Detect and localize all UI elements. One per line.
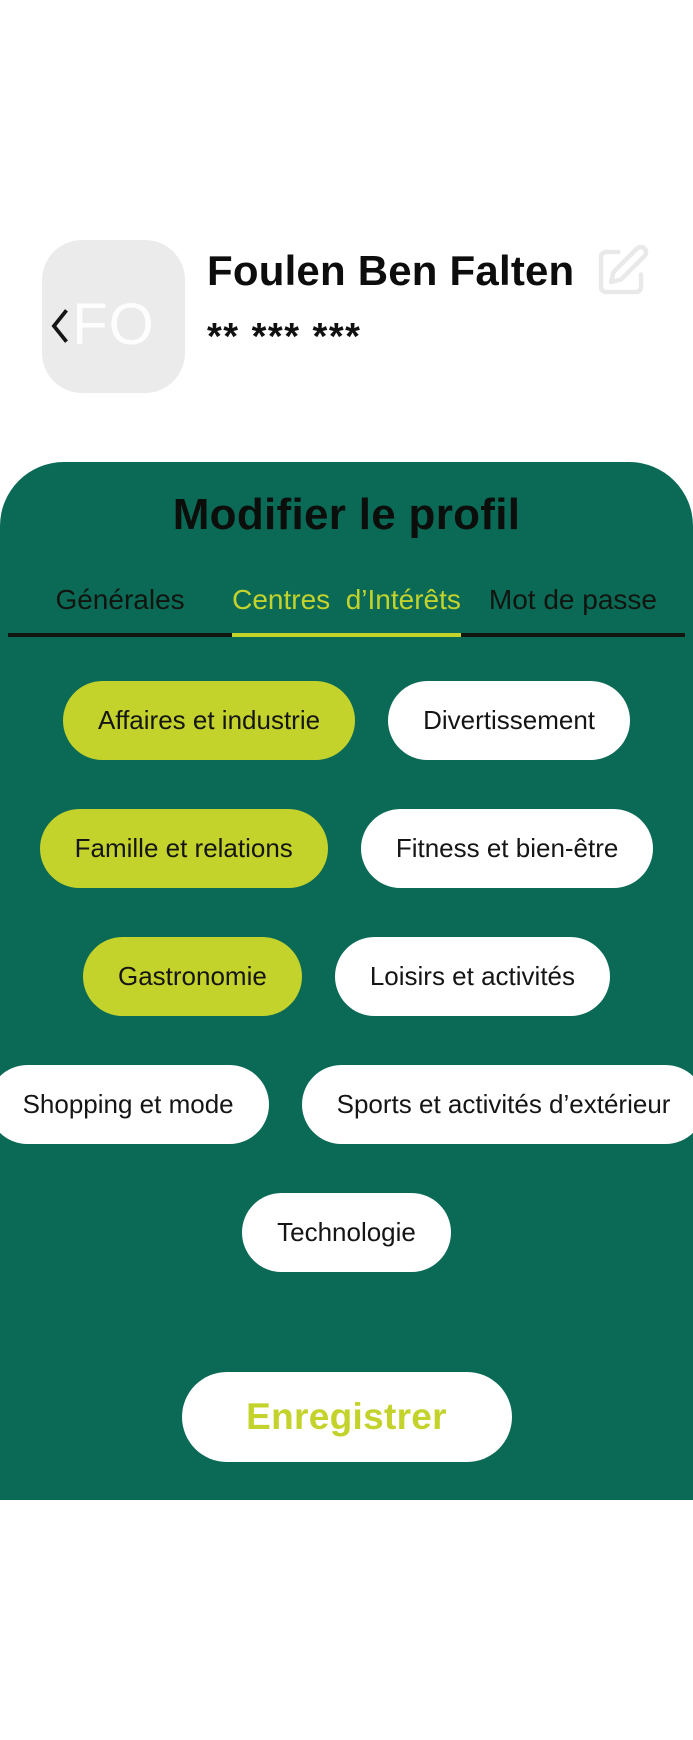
interests-row-4: Shopping et mode Sports et activités d’e… [0, 1065, 693, 1144]
edit-profile-button[interactable] [591, 242, 651, 302]
profile-screen: FO Foulen Ben Falten ** *** *** Modifier… [0, 240, 693, 1500]
interest-chip-divertissement[interactable]: Divertissement [388, 681, 631, 760]
tab-generales[interactable]: Générales [8, 584, 233, 637]
tab-bar: Générales Centres d’Intérêts Mot de pass… [8, 584, 685, 637]
save-label: Enregistrer [246, 1396, 447, 1437]
tab-centres-interets[interactable]: Centres d’Intérêts [232, 584, 461, 637]
tab-mot-de-passe[interactable]: Mot de passe [460, 584, 685, 637]
panel-title: Modifier le profil [172, 490, 521, 539]
interest-chip-sports-et-activites-exterieur[interactable]: Sports et activités d’extérieur [301, 1065, 693, 1144]
interest-chip-technologie[interactable]: Technologie [242, 1193, 451, 1272]
avatar-initials: FO [72, 292, 155, 357]
interests-row-1: Affaires et industrie Divertissement [0, 681, 693, 760]
profile-info: Foulen Ben Falten ** *** *** [207, 240, 575, 359]
profile-header: FO Foulen Ben Falten ** *** *** [42, 240, 651, 393]
avatar: FO [42, 240, 185, 393]
save-button[interactable]: Enregistrer [181, 1372, 512, 1462]
interest-chip-fitness-et-bien-etre[interactable]: Fitness et bien-être [360, 809, 654, 888]
chevron-left-icon [51, 309, 68, 343]
interest-chip-gastronomie[interactable]: Gastronomie [82, 937, 302, 1016]
interest-chip-affaires-et-industrie[interactable]: Affaires et industrie [62, 681, 356, 760]
interest-chip-famille-et-relations[interactable]: Famille et relations [39, 809, 328, 888]
masked-phone: ** *** *** [207, 316, 362, 359]
back-button[interactable] [38, 300, 84, 352]
interests-row-5: Technologie [0, 1193, 693, 1272]
interests-list: Affaires et industrie Divertissement Fam… [0, 681, 693, 1272]
interests-row-3: Gastronomie Loisirs et activités [0, 937, 693, 1016]
profile-name: Foulen Ben Falten [207, 247, 575, 294]
interests-row-2: Famille et relations Fitness et bien-êtr… [0, 809, 693, 888]
interest-chip-loisirs-et-activites[interactable]: Loisirs et activités [334, 937, 611, 1016]
edit-profile-panel: Modifier le profil Générales Centres d’I… [0, 462, 693, 1500]
edit-icon [598, 244, 649, 295]
interest-chip-shopping-et-mode[interactable]: Shopping et mode [0, 1065, 269, 1144]
